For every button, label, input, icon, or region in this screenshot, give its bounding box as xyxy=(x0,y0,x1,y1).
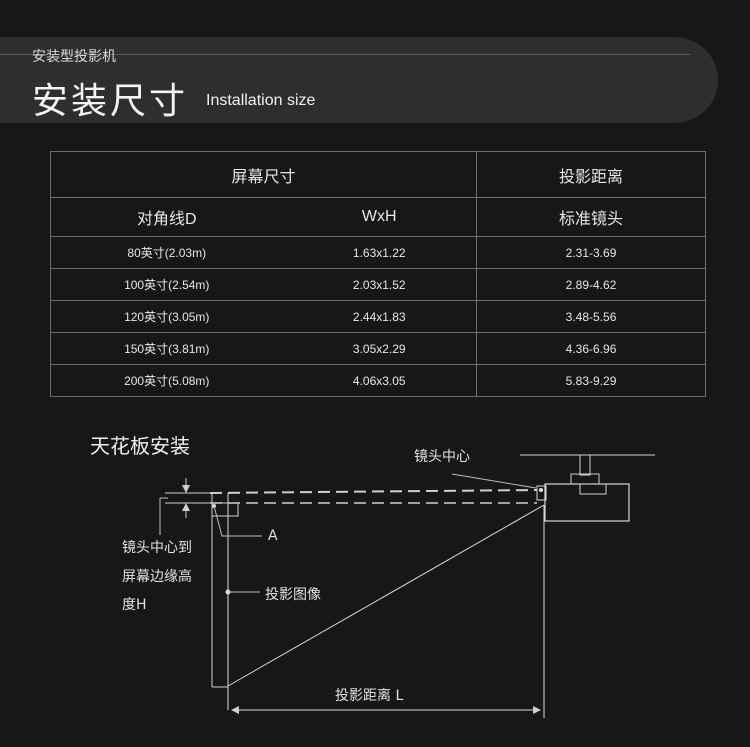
height-label-line-3: 度H xyxy=(122,597,147,613)
column-header-standard-lens: 标准镜头 xyxy=(476,197,707,237)
ceiling-mount xyxy=(579,454,591,476)
cell-diagonal: 150英寸(3.81m) xyxy=(50,332,283,365)
cell-diagonal: 100英寸(2.54m) xyxy=(50,268,283,301)
installation-size-table: 屏幕尺寸 投影距离 对角线D WxH 标准镜头 80英寸(2.03m) 1.63… xyxy=(49,151,707,397)
height-label-line-2: 屏幕边缘高 xyxy=(122,569,192,585)
projection-beam-lower-edge xyxy=(227,504,545,687)
projected-image-label: 投影图像 xyxy=(265,587,321,603)
header-divider xyxy=(0,54,690,55)
page-title: 安装尺寸 xyxy=(32,81,189,122)
cell-throw-distance: 2.31-3.69 xyxy=(476,236,707,269)
throw-distance-label: 投影距离 L xyxy=(335,688,404,704)
page-subtitle: 安装型投影机 xyxy=(32,49,116,65)
projector-body xyxy=(544,483,630,522)
cell-wxh: 2.44x1.83 xyxy=(282,300,478,333)
label-a: A xyxy=(268,528,278,544)
column-header-diagonal: 对角线D xyxy=(50,197,283,237)
header-banner xyxy=(0,37,718,123)
diagram-title: 天花板安装 xyxy=(90,434,190,458)
cell-throw-distance: 3.48-5.56 xyxy=(476,300,707,333)
projection-beam-dashed-upper xyxy=(209,489,538,494)
table-row: 100英寸(2.54m) 2.03x1.52 2.89-4.62 xyxy=(50,268,707,301)
cell-diagonal: 200英寸(5.08m) xyxy=(50,364,283,397)
lens-center-dot xyxy=(539,488,543,492)
page-title-english: Installation size xyxy=(206,92,316,109)
projector-detail xyxy=(579,483,607,495)
table-row: 120英寸(3.05m) 2.44x1.83 3.48-5.56 xyxy=(50,300,707,333)
height-label-line-1: 镜头中心到 xyxy=(122,540,192,556)
cell-diagonal: 120英寸(3.05m) xyxy=(50,300,283,333)
lens-center-pointer xyxy=(451,473,537,489)
column-header-wxh: WxH xyxy=(282,197,478,237)
group-header-screen-size: 屏幕尺寸 xyxy=(49,151,478,198)
projector-lens xyxy=(536,485,547,501)
screen-top-box xyxy=(211,502,239,517)
table-row: 80英寸(2.03m) 1.63x1.22 2.31-3.69 xyxy=(50,236,707,269)
cell-wxh: 4.06x3.05 xyxy=(282,364,478,397)
cell-throw-distance: 5.83-9.29 xyxy=(476,364,707,397)
lens-center-label: 镜头中心 xyxy=(414,449,470,465)
table-column-header-row: 对角线D WxH 标准镜头 xyxy=(50,197,707,237)
cell-wxh: 2.03x1.52 xyxy=(282,268,478,301)
table-group-header-row: 屏幕尺寸 投影距离 xyxy=(49,151,707,198)
cell-wxh: 1.63x1.22 xyxy=(282,236,478,269)
table-row: 200英寸(5.08m) 4.06x3.05 5.83-9.29 xyxy=(50,364,707,397)
label-a-pointer xyxy=(213,505,262,537)
cell-throw-distance: 2.89-4.62 xyxy=(476,268,707,301)
